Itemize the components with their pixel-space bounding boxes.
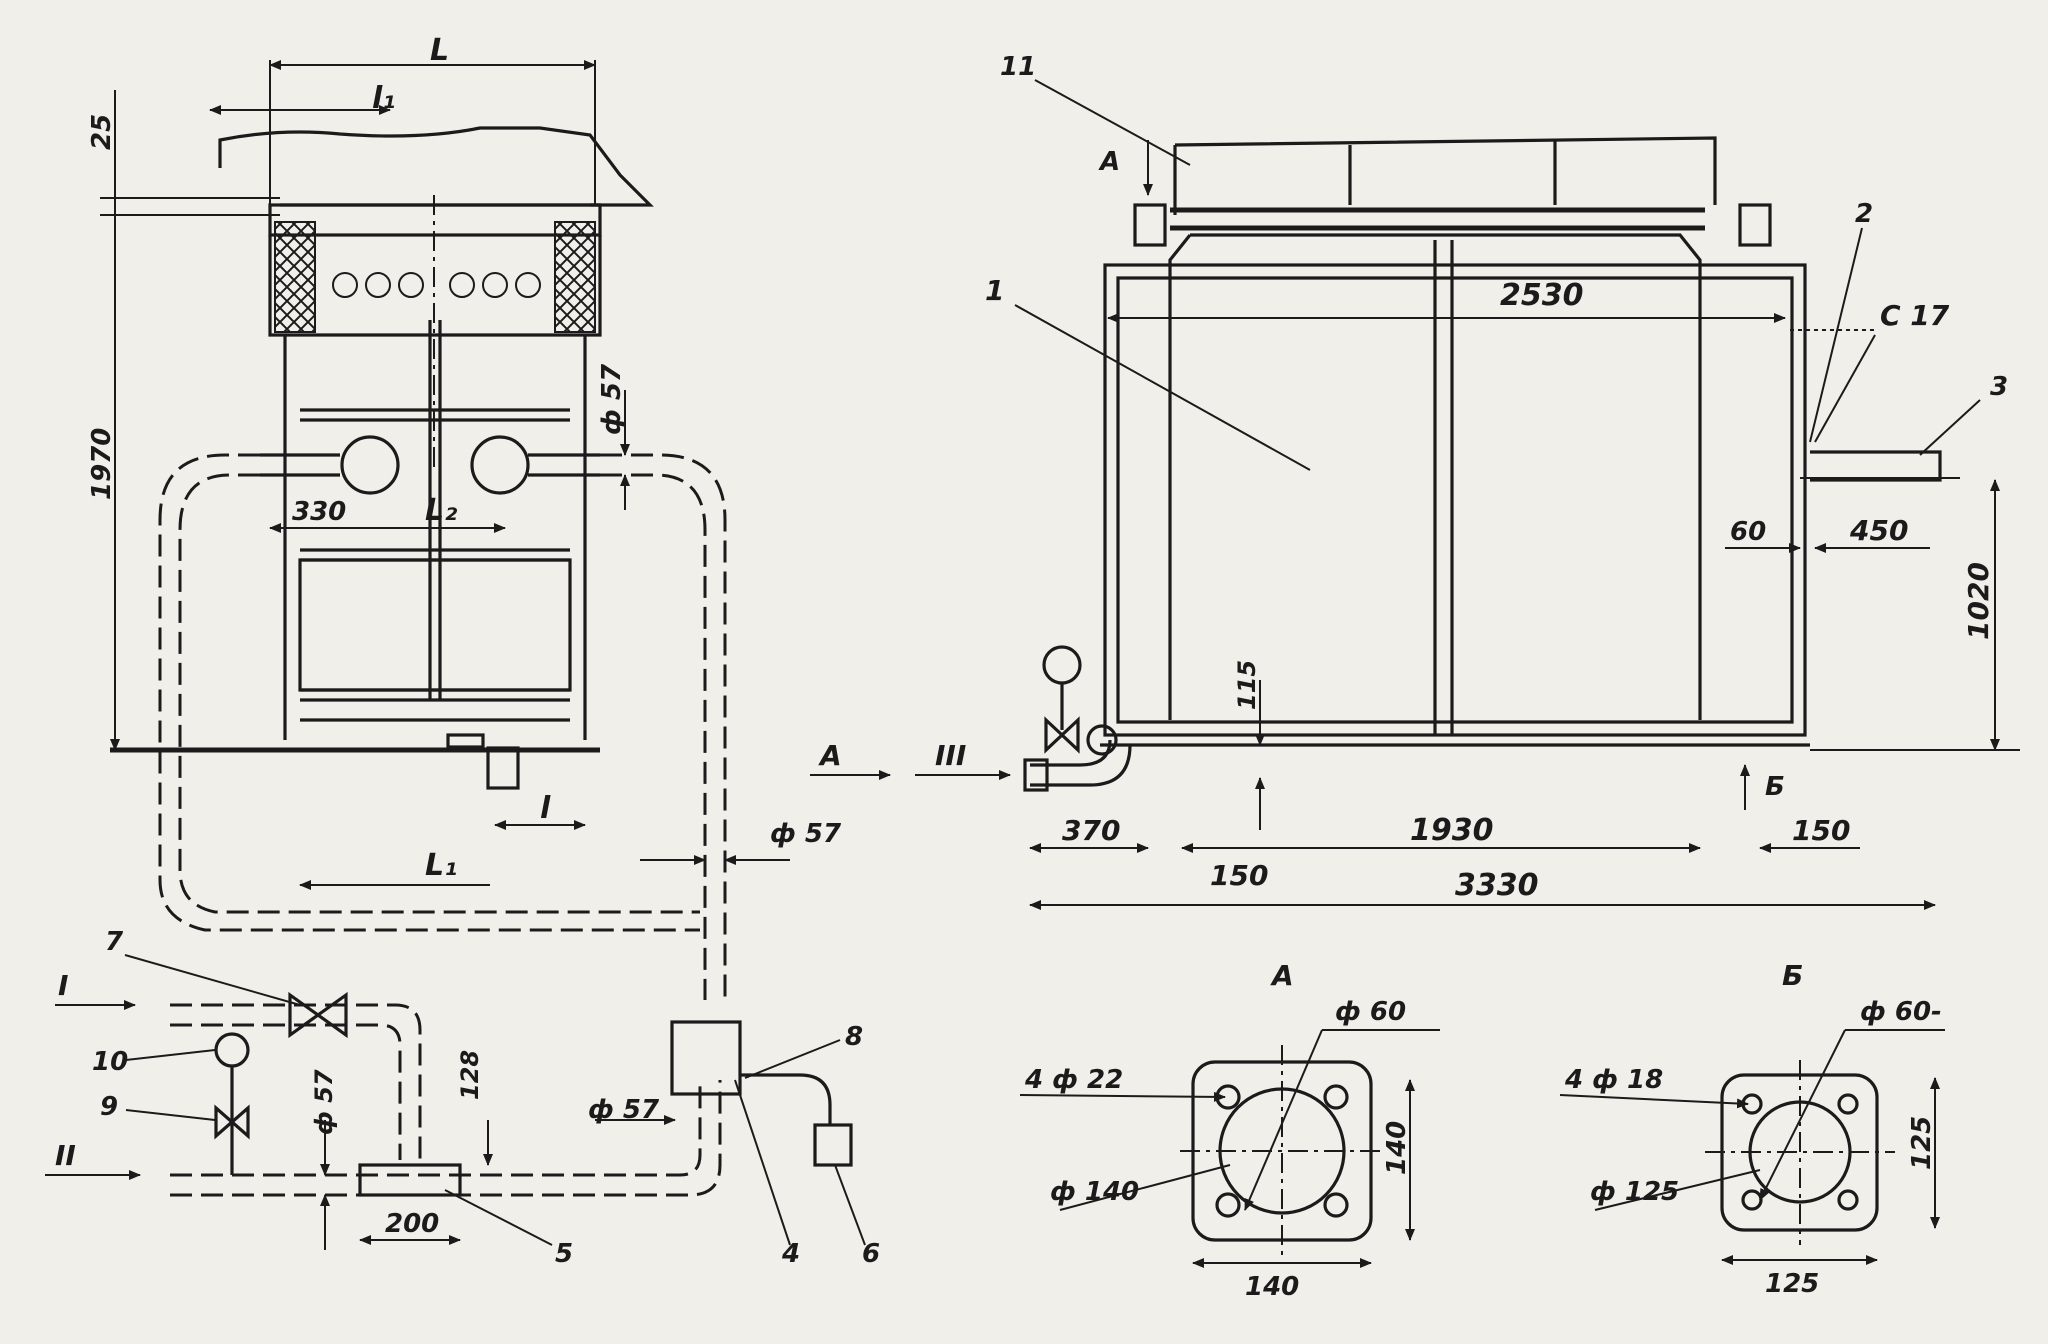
label-roman-I: I [58, 969, 68, 1002]
label-60: 60 [1730, 517, 1766, 547]
detail-A-holes: 4 ф 22 [1024, 1065, 1123, 1095]
label-l: l [540, 791, 551, 826]
label-370: 370 [1062, 814, 1120, 847]
label-view-B-arrow: Б [1765, 772, 1785, 802]
label-9: 9 [100, 1092, 118, 1122]
detail-A-w140: 140 [1245, 1272, 1299, 1302]
label-L: L [430, 33, 449, 68]
lower-piping [170, 991, 853, 1197]
label-L1: L₁ [425, 848, 457, 883]
label-200: 200 [385, 1209, 439, 1239]
detail-A-d140: ф 140 [1050, 1177, 1139, 1207]
label-roman-II: II [55, 1139, 76, 1172]
label-roman-III: III [935, 739, 966, 772]
label-2530: 2530 [1500, 278, 1584, 313]
label-2: 2 [1855, 199, 1873, 229]
leader-lines [124, 79, 1981, 1246]
label-11: 11 [1000, 52, 1036, 82]
detail-B-w125: 125 [1765, 1269, 1819, 1299]
label-1930: 1930 [1410, 813, 1494, 848]
detail-A-title: А [1270, 959, 1294, 992]
label-330: 330 [292, 497, 346, 527]
detail-B-title: Б [1782, 959, 1803, 992]
label-128: 128 [456, 1050, 484, 1100]
label-25: 25 [87, 114, 117, 150]
detail-B-h125: 125 [1907, 1116, 1937, 1170]
label-phi57-left: ф 57 [310, 1069, 338, 1135]
text-labels: L l₁ 25 1970 ф 57 330 L₂ l L₁ ф 57 A III… [55, 33, 2008, 1302]
label-6: 6 [862, 1239, 880, 1269]
label-5: 5 [555, 1239, 573, 1269]
label-3: 3 [1990, 372, 2008, 402]
label-10: 10 [92, 1047, 128, 1077]
label-7: 7 [105, 927, 124, 957]
label-view-A-top: A [1098, 147, 1120, 177]
label-150-right: 150 [1792, 814, 1850, 847]
label-phi57-top: ф 57 [597, 363, 627, 435]
label-l1: l₁ [372, 81, 395, 116]
detail-B-holes: 4 ф 18 [1564, 1065, 1663, 1095]
label-115: 115 [1233, 660, 1261, 710]
label-phi57-low: ф 57 [588, 1095, 660, 1125]
right-front-view [1023, 136, 1942, 792]
label-L2: L₂ [425, 493, 457, 528]
detail-B-d60: ф 60- [1860, 997, 1942, 1027]
label-150-left: 150 [1210, 859, 1268, 892]
detail-A-flange [1180, 1045, 1385, 1255]
detail-A-d60: ф 60 [1335, 997, 1406, 1027]
label-view-A-arrow: A [818, 739, 842, 772]
left-section-view [110, 126, 727, 1000]
label-3330: 3330 [1455, 868, 1539, 903]
label-450: 450 [1849, 514, 1908, 547]
label-c17: С 17 [1880, 299, 1950, 332]
label-phi57-mid: ф 57 [770, 819, 842, 849]
detail-B-flange [1705, 1060, 1895, 1245]
label-1970: 1970 [87, 428, 117, 500]
label-4: 4 [781, 1239, 800, 1269]
dimension-lines [45, 60, 2020, 1268]
label-1: 1 [985, 274, 1004, 307]
label-1020: 1020 [1962, 562, 1995, 640]
label-8: 8 [845, 1022, 863, 1052]
detail-A-h140: 140 [1382, 1121, 1412, 1175]
detail-B-d125: ф 125 [1590, 1177, 1679, 1207]
